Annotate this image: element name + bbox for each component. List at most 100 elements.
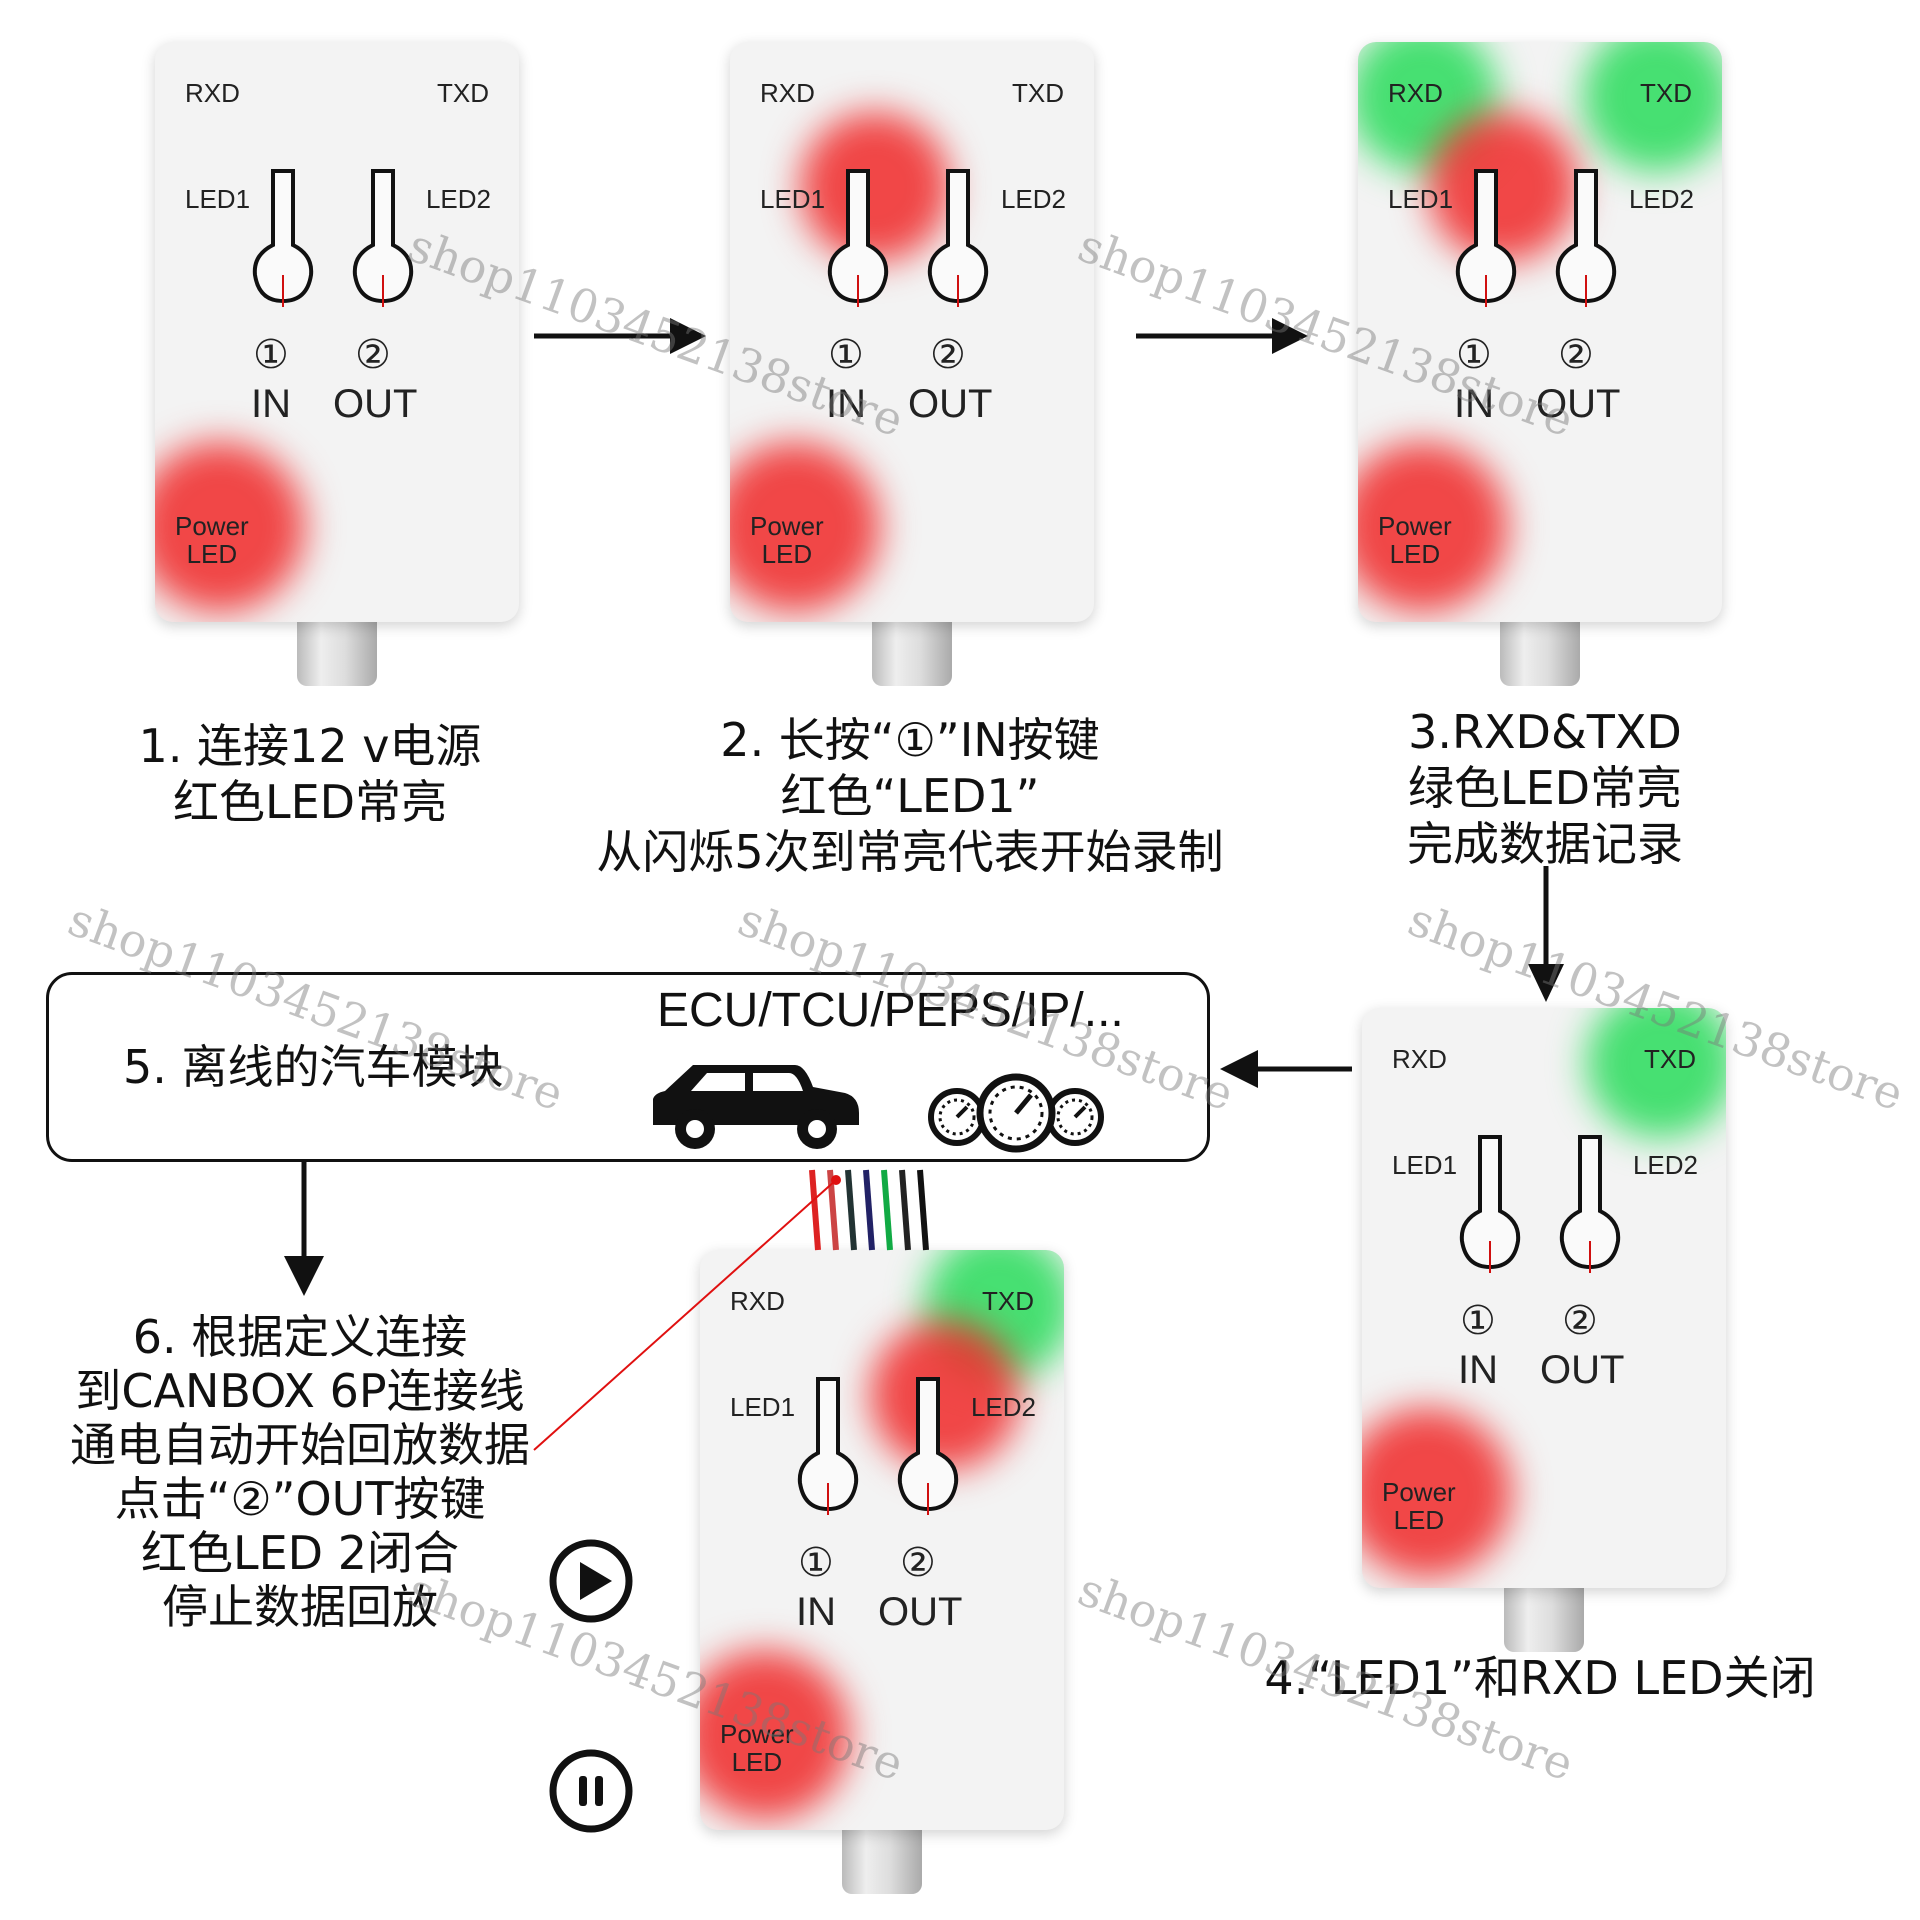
power-led-label: Power LED [1378,512,1452,568]
caption-step1-line1: 1. 连接12 v电源 [138,719,482,773]
txd-led-glow [1582,42,1722,172]
led2-label: LED2 [1632,1150,1698,1180]
in-button[interactable] [251,167,315,307]
caption-step2: 2. 长按“①”IN按键 红色“LED1” 从闪烁5次到常亮代表开始录制 [560,712,1260,880]
in-button[interactable] [1458,1133,1522,1273]
power-led-glow [700,1650,850,1820]
led1-glow [1428,112,1578,262]
out-button[interactable] [1554,167,1618,307]
canbox-device-step1: RXD TXD LED1 LED2 ① ② IN OUT Power LED [155,42,519,686]
in-label: IN [1458,1348,1498,1392]
in-label: IN [796,1590,836,1634]
power-label-line2: LED [1393,1505,1445,1535]
out-number: ② [1558,332,1594,378]
in-label: IN [1454,382,1494,426]
in-button[interactable] [1454,167,1518,307]
wire [881,1169,893,1251]
led2-label: LED2 [1000,184,1066,214]
caption-step1-line2: 红色LED常亮 [172,775,448,829]
cable [842,1824,922,1894]
led1-label: LED1 [730,1392,796,1422]
play-icon [549,1539,633,1623]
led1-label: LED1 [185,184,251,214]
power-led-glow [1358,442,1508,612]
caption-step6-line2: 到CANBOX 6P连接线 [75,1364,525,1418]
caption-step3-line1: 3.RXD&TXD [1408,705,1682,759]
out-button[interactable] [351,167,415,307]
device-body: RXD TXD LED1 LED2 ① ② IN OUT Power LED [700,1250,1064,1830]
in-button[interactable] [826,167,890,307]
canbox-device-step6: RXD TXD LED1 LED2 ① ② IN OUT Power LED [700,1250,1064,1894]
rxd-label: RXD [1388,78,1443,108]
power-led-glow [730,442,880,612]
out-number: ② [1562,1298,1598,1344]
power-label-line1: Power [750,511,824,541]
cable [1500,616,1580,686]
device-body: RXD TXD LED1 LED2 ① ② IN OUT Power LED [155,42,519,622]
arrow-step5-to-6 [284,1162,324,1296]
caption-step1: 1. 连接12 v电源 红色LED常亮 [100,718,520,830]
power-label-line1: Power [1378,511,1452,541]
led2-glow [870,1320,1020,1470]
in-button[interactable] [796,1375,860,1515]
in-number: ① [1460,1298,1496,1344]
cable [872,616,952,686]
power-label-line2: LED [186,539,238,569]
rxd-label: RXD [1392,1044,1447,1074]
in-number: ① [828,332,864,378]
wire [863,1169,875,1251]
rxd-label: RXD [760,78,815,108]
power-led-label: Power LED [1382,1478,1456,1534]
device-body: RXD TXD LED1 LED2 ① ② IN OUT Power LED [1362,1008,1726,1588]
cable [297,616,377,686]
power-label-line2: LED [761,539,813,569]
caption-step6: 6. 根据定义连接 到CANBOX 6P连接线 通电自动开始回放数据 点击“②”… [30,1310,570,1634]
txd-label: TXD [982,1286,1034,1316]
out-label: OUT [1540,1348,1625,1392]
out-number: ② [355,332,391,378]
cable [1504,1582,1584,1652]
txd-label: TXD [1012,78,1064,108]
power-label-line1: Power [720,1719,794,1749]
in-number: ① [253,332,289,378]
caption-step3: 3.RXD&TXD 绿色LED常亮 完成数据记录 [1340,704,1750,872]
led2-label: LED2 [970,1392,1036,1422]
caption-step4-line1: 4.“LED1”和RXD LED关闭 [1264,1651,1816,1705]
car-icon [653,1065,859,1149]
wire [899,1169,911,1251]
out-label: OUT [878,1590,963,1634]
out-number: ② [900,1540,936,1586]
caption-step6-line4: 点击“②”OUT按键 [114,1472,486,1526]
led1-label: LED1 [1392,1150,1458,1180]
canbox-device-step3: RXD TXD LED1 LED2 ① ② IN OUT Power LED [1358,42,1722,686]
power-label-line1: Power [175,511,249,541]
caption-step3-line3: 完成数据记录 [1407,817,1683,871]
arrow-step1-to-2 [534,318,706,354]
txd-label: TXD [1644,1044,1696,1074]
power-led-label: Power LED [175,512,249,568]
device-body: RXD TXD LED1 LED2 ① ② IN OUT Power LED [730,42,1094,622]
out-label: OUT [333,382,418,426]
caption-step3-line2: 绿色LED常亮 [1407,761,1683,815]
rxd-label: RXD [730,1286,785,1316]
txd-led-glow [1586,1008,1726,1138]
power-led-glow [1362,1408,1512,1578]
caption-step2-line3: 从闪烁5次到常亮代表开始录制 [596,825,1224,879]
module-list-label: ECU/TCU/PEPS/IP/... [657,984,1124,1037]
txd-label: TXD [1640,78,1692,108]
module-box-title: 5. 离线的汽车模块 [123,1040,504,1094]
canbox-device-step4: RXD TXD LED1 LED2 ① ② IN OUT Power LED [1362,1008,1726,1652]
in-label: IN [251,382,291,426]
offline-module-box: 5. 离线的汽车模块 ECU/TCU/PEPS/IP/... [46,972,1210,1162]
wire [917,1169,929,1251]
caption-step6-line1: 6. 根据定义连接 [132,1310,468,1364]
pointer-line [533,1175,841,1451]
led2-label: LED2 [425,184,491,214]
out-button[interactable] [1558,1133,1622,1273]
caption-step2-line1: 2. 长按“①”IN按键 [720,713,1100,767]
wire [845,1169,857,1251]
device-body: RXD TXD LED1 LED2 ① ② IN OUT Power LED [1358,42,1722,622]
out-button[interactable] [896,1375,960,1515]
out-button[interactable] [926,167,990,307]
arrow-step4-to-5 [1220,1050,1352,1088]
